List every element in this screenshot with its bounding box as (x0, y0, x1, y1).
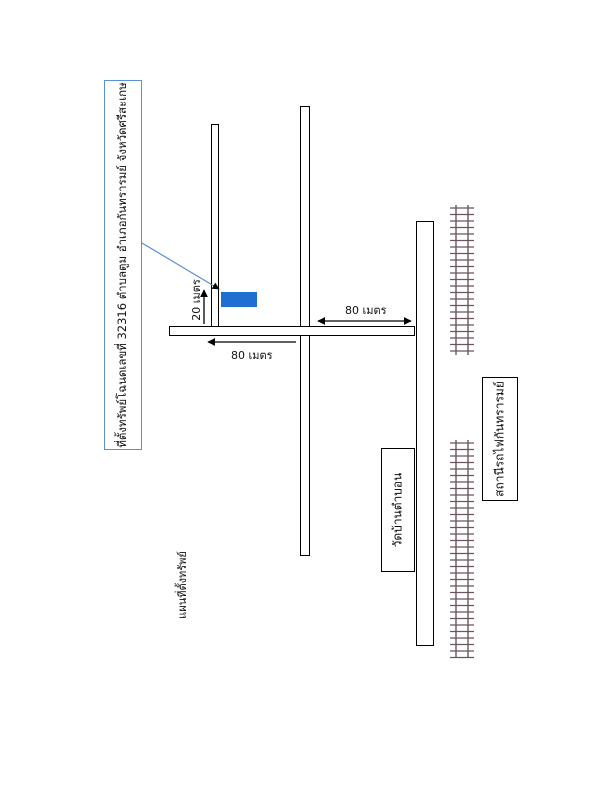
road-horizontal (169, 326, 415, 336)
road-right-vertical (416, 221, 434, 646)
railway-track (450, 205, 474, 659)
distance-80-upper-label: 80 เมตร (345, 304, 387, 317)
property-callout-box (104, 80, 142, 450)
station-box (482, 377, 518, 501)
temple-box (381, 448, 415, 572)
distance-80-lower-label: 80 เมตร (231, 349, 273, 362)
property-marker (221, 292, 257, 307)
callout-leader-line (141, 242, 220, 290)
